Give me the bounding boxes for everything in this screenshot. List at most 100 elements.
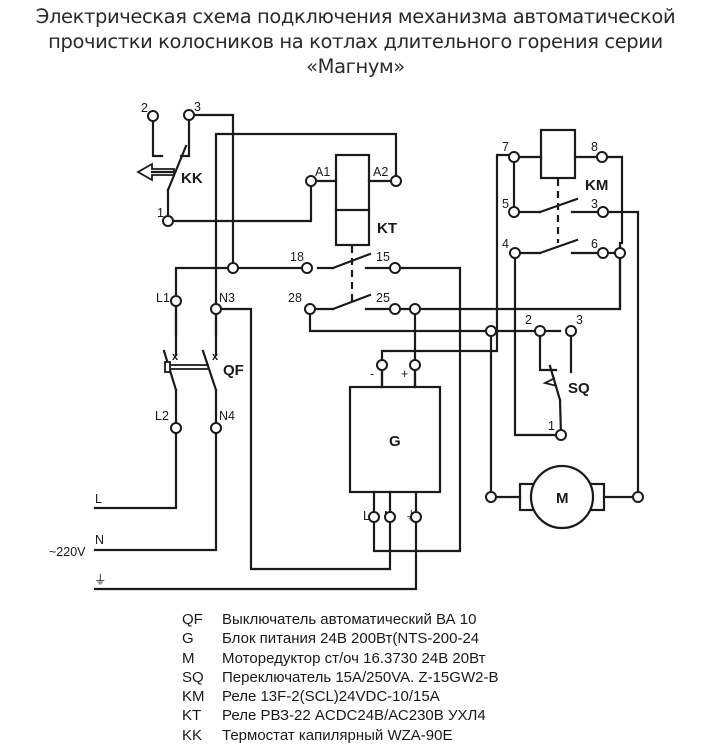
- terminal-label-l2: L2: [155, 409, 169, 423]
- terminal-label-kk-2: 2: [141, 101, 148, 115]
- terminal-label-l1: L1: [156, 291, 170, 305]
- terminal-label-km-3: 3: [591, 197, 598, 211]
- terminal-label-a1: A1: [315, 165, 330, 179]
- legend-row: M Моторедуктор ст/оч 16.3730 24В 20Вт: [182, 649, 498, 668]
- legend-code: G: [182, 630, 194, 648]
- title-line-1: Электрическая схема подключения механизм…: [35, 5, 676, 28]
- wire-15-to-g-l: [372, 266, 462, 553]
- sq-blade: [548, 364, 562, 402]
- terminal-point: [170, 295, 182, 307]
- wire-supply-ground: [93, 515, 418, 591]
- title-line-2: прочистки колосников на котлах длительно…: [48, 30, 663, 53]
- qf-link-handle: [164, 361, 171, 373]
- terminal-point: [384, 511, 396, 523]
- wire-kk-2: [151, 114, 164, 158]
- relay-km: KM 7 8 5 3 4 6: [502, 128, 640, 499]
- terminal-point: [485, 491, 497, 503]
- km-contact-5-3: [538, 197, 579, 214]
- terminal-label-sq-1: 1: [548, 419, 555, 433]
- terminal-point: [409, 303, 421, 315]
- terminal-point: [368, 511, 380, 523]
- terminal-point: [390, 175, 402, 187]
- terminal-point: [170, 422, 182, 434]
- terminal-point: [183, 109, 195, 121]
- terminal-label-28: 28: [288, 291, 302, 305]
- terminal-point: [597, 206, 609, 218]
- terminal-point: [410, 511, 422, 523]
- wire-supply-n: [93, 426, 218, 552]
- g-box: [348, 385, 442, 494]
- kt-coil-box: [334, 153, 371, 247]
- legend-code: M: [182, 649, 195, 667]
- legend-code: KK: [182, 726, 203, 744]
- legend-row: KT Реле РВЗ-22 ACDC24В/АС230В УХЛ4: [182, 706, 498, 725]
- kt-contact-18-15: [331, 252, 372, 270]
- terminal-label-g-plus: +: [401, 367, 408, 381]
- title-line-3: «Магнум»: [306, 55, 405, 78]
- wire-n3-to-g-n: [214, 307, 392, 571]
- terminal-point: [534, 325, 546, 337]
- terminal-label-18: 18: [290, 250, 304, 264]
- wire-km8-to-6: [600, 155, 624, 245]
- qf-trip-mark-n: x: [212, 351, 219, 363]
- wire-kk-3: [179, 113, 191, 158]
- label-qf: QF: [223, 362, 244, 379]
- terminal-label-km-4: 4: [502, 237, 509, 251]
- legend-code: KT: [182, 707, 202, 725]
- terminal-label-25: 25: [376, 291, 390, 305]
- legend-text: Реле РВЗ-22 ACDC24В/АС230В УХЛ4: [222, 707, 486, 725]
- legend-row: G Блок питания 24В 200Вт(NTS-200-24: [182, 629, 498, 648]
- legend-text: Выключатель автоматический ВА 10: [222, 611, 477, 628]
- wire-sq-2: [538, 329, 558, 372]
- legend-text: Блок питания 24В 200Вт(NTS-200-24: [222, 630, 480, 648]
- power-supply-g: G - + L N ⏚: [348, 363, 442, 523]
- qf-blade-n: [201, 349, 218, 392]
- legend-code: KM: [182, 688, 205, 706]
- label-sq: SQ: [568, 380, 590, 397]
- wire-g-minus-to-km7: [380, 153, 516, 387]
- terminal-label-km-5: 5: [502, 197, 509, 211]
- terminal-point: [597, 247, 609, 259]
- terminal-label-km-7: 7: [502, 140, 509, 154]
- terminal-label-g-minus: -: [370, 367, 374, 381]
- relay-kt: A1 A2 KT 18 15 28 25: [288, 153, 398, 311]
- terminal-point: [305, 175, 317, 187]
- wire-a2-loop: [214, 132, 398, 337]
- supply-label-l: L: [95, 492, 102, 506]
- terminal-point: [555, 429, 567, 441]
- terminal-point: [304, 303, 316, 315]
- km-contact-4-6: [538, 238, 579, 255]
- terminal-point: [147, 110, 159, 122]
- legend-text: Переключатель 15А/250VA. Z-15GW2-B: [222, 668, 499, 686]
- legend-text: Моторедуктор ст/оч 16.3730 24В 20Вт: [222, 649, 486, 667]
- terminal-points: [147, 109, 644, 523]
- legend-text: Термостат капилярный WZA-90E: [222, 726, 453, 744]
- terminal-label-n4: N4: [219, 409, 235, 423]
- label-m: M: [556, 490, 569, 507]
- terminal-label-km-8: 8: [591, 140, 598, 154]
- terminal-label-n3: N3: [219, 291, 235, 305]
- terminal-label-kk-3: 3: [194, 100, 201, 114]
- terminal-label-kk-1: 1: [157, 206, 164, 220]
- supply-ground-icon: ⏚: [94, 573, 107, 587]
- terminal-point: [210, 422, 222, 434]
- terminal-point: [632, 491, 644, 503]
- label-kt: KT: [377, 220, 397, 237]
- terminal-label-g-l: L: [363, 509, 370, 523]
- terminal-label-km-6: 6: [591, 237, 598, 251]
- terminal-point: [508, 151, 520, 163]
- motor-circle: [529, 464, 595, 530]
- terminal-point: [162, 215, 174, 227]
- limit-switch-sq: SQ 2 3 1: [525, 313, 590, 437]
- wire-kk3-to-n3-bus: [187, 113, 235, 270]
- terminal-point: [389, 303, 401, 315]
- wire-supply-l: [93, 426, 178, 510]
- legend-row: KK Термостат капилярный WZA-90E: [182, 726, 498, 745]
- supply-label-n: N: [95, 533, 104, 547]
- terminal-point: [565, 325, 577, 337]
